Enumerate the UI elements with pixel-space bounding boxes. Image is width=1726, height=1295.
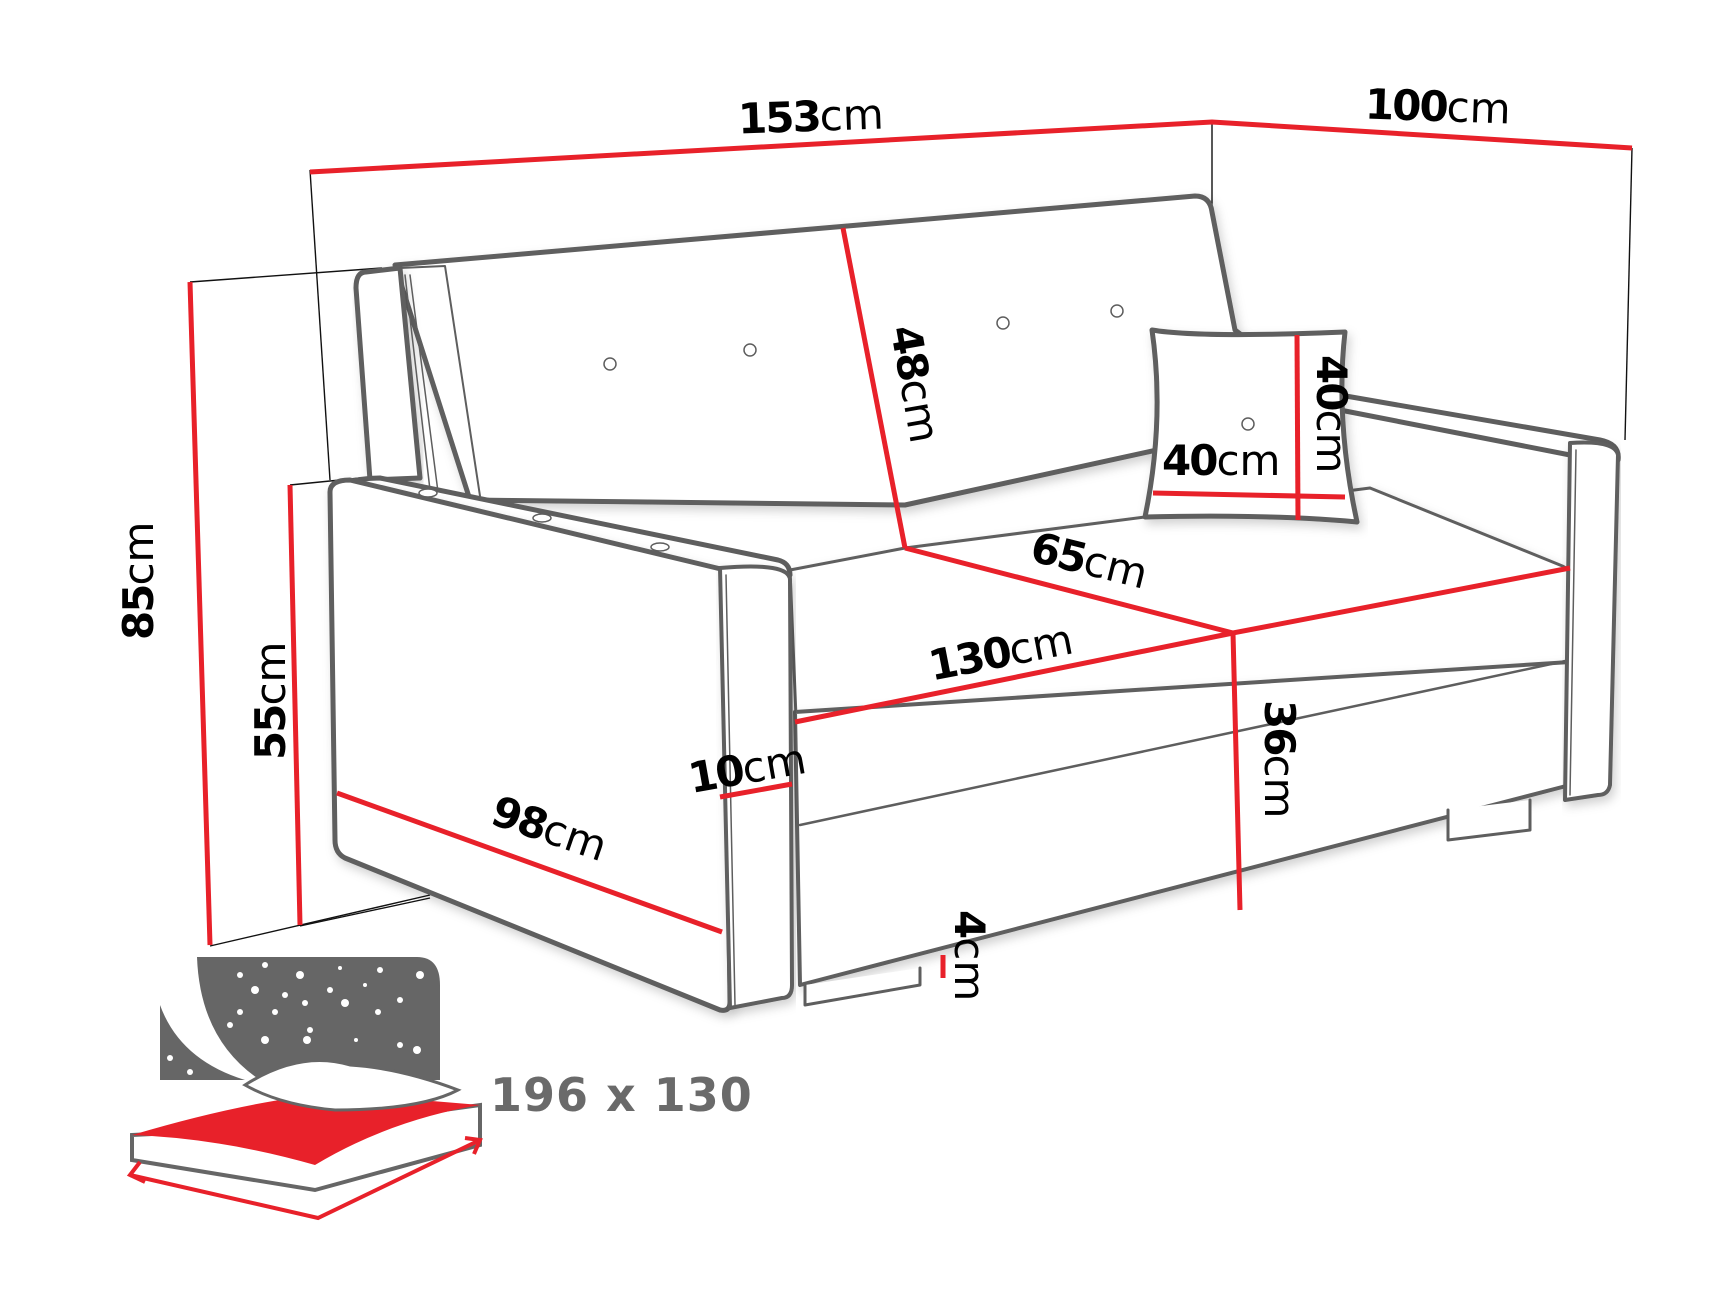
sleeping-area-label: 196 x 130 bbox=[490, 1068, 753, 1122]
label-total-height: 85cm bbox=[114, 521, 163, 640]
label-pillow-width: 40cm bbox=[1162, 436, 1281, 485]
label-total-depth: 100cm bbox=[1364, 79, 1512, 134]
bed-night-stars-icon bbox=[126, 957, 483, 1221]
left-back-panel bbox=[353, 265, 423, 483]
extension-lines bbox=[189, 122, 1633, 947]
label-seat-height: 36cm bbox=[1255, 700, 1304, 819]
label-armrest-height: 55cm bbox=[246, 641, 295, 760]
dimension-lines bbox=[187, 119, 1633, 978]
label-leg-height: 4cm bbox=[945, 910, 994, 1002]
front-leg bbox=[803, 966, 922, 1007]
sofa-drawing bbox=[327, 193, 1621, 1013]
right-leg bbox=[1446, 798, 1532, 842]
right-armrest-front bbox=[1563, 440, 1620, 802]
label-pillow-height: 40cm bbox=[1307, 355, 1356, 474]
left-armrest-side bbox=[327, 477, 733, 1013]
tufting-buttons bbox=[418, 304, 1124, 552]
label-total-width: 153cm bbox=[737, 89, 885, 144]
